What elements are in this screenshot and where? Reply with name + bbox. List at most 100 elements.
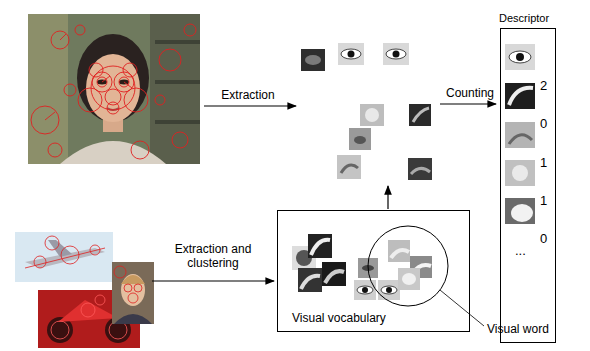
visual-word-circle xyxy=(368,226,448,306)
arrows xyxy=(204,105,296,106)
face-photo xyxy=(78,88,102,112)
descriptor-patches xyxy=(512,165,528,181)
descriptor-heading: Descriptor xyxy=(499,12,549,25)
extracted-patches xyxy=(386,49,406,59)
face-photo xyxy=(102,76,110,82)
extracted-patches xyxy=(411,168,430,174)
descriptor-patches xyxy=(516,53,524,61)
extracted-patches xyxy=(393,51,400,58)
extracted-patches xyxy=(349,128,371,150)
face-photo xyxy=(51,31,69,49)
training-images xyxy=(81,303,95,317)
training-images xyxy=(121,274,145,306)
extracted-patches xyxy=(305,55,321,65)
count-value: 0 xyxy=(540,232,547,247)
descriptor-patches xyxy=(505,122,535,148)
descriptor-patches xyxy=(509,135,532,144)
extracted-patches xyxy=(409,104,431,126)
face-photo xyxy=(28,14,200,164)
visual-word-circle xyxy=(368,226,448,306)
descriptor-patches xyxy=(505,44,535,70)
face-photo xyxy=(77,34,149,122)
face-photo xyxy=(155,120,200,124)
face-photo xyxy=(131,141,149,159)
training-images xyxy=(124,284,132,292)
training-images xyxy=(128,293,138,303)
face-photo xyxy=(45,112,55,120)
face-photo xyxy=(91,66,135,110)
arrows xyxy=(152,280,274,281)
face-photo xyxy=(86,54,140,122)
descriptor-patches xyxy=(505,160,535,186)
descriptor-patches xyxy=(509,88,533,105)
count-value: 2 xyxy=(540,79,547,94)
descriptor-patches xyxy=(505,83,535,109)
face-photo xyxy=(31,106,59,134)
face-photo xyxy=(105,89,121,105)
extracted-patches xyxy=(301,49,325,71)
training-images xyxy=(58,300,118,322)
face-photo xyxy=(124,82,132,88)
vocabulary-patches xyxy=(354,280,376,300)
count-value: 0 xyxy=(540,117,547,132)
face-photo xyxy=(184,24,196,36)
vocabulary-box: Visual vocabulary xyxy=(277,210,470,332)
vocabulary-patches xyxy=(325,271,344,283)
training-images xyxy=(114,266,142,303)
count-value: ... xyxy=(515,244,526,259)
extracted-patches xyxy=(337,155,361,179)
vocabulary-patches xyxy=(402,273,416,285)
vocabulary-patches xyxy=(378,280,400,300)
training-images xyxy=(45,236,59,250)
vocabulary-patches xyxy=(398,268,420,290)
face-photo xyxy=(155,80,200,84)
descriptor-patches xyxy=(511,204,533,222)
training-images xyxy=(51,321,69,339)
vocabulary-patches xyxy=(386,287,392,293)
extracted-patches xyxy=(348,51,355,58)
face-photo xyxy=(28,14,68,164)
face-photo xyxy=(107,102,119,114)
vocabulary-patches xyxy=(308,234,332,258)
callout-label: Visual word xyxy=(487,322,577,336)
extracted-patches xyxy=(365,108,379,122)
descriptor-patches xyxy=(509,51,531,63)
face-photo xyxy=(155,40,200,44)
face-photo xyxy=(75,25,85,35)
face-photo xyxy=(60,34,66,40)
arrows xyxy=(387,186,388,209)
face-photo xyxy=(64,84,76,96)
arrows xyxy=(152,104,496,281)
training-images xyxy=(25,248,105,268)
training-images xyxy=(114,314,152,324)
descriptor-box: Descriptor20110... xyxy=(500,28,556,343)
vocabulary-patches xyxy=(292,234,432,300)
box-title: Visual vocabulary xyxy=(292,312,386,326)
face-photo xyxy=(172,132,188,148)
extracted-patches xyxy=(301,43,432,180)
training-images xyxy=(134,284,142,292)
extracted-patches xyxy=(354,136,366,144)
extracted-patches xyxy=(338,43,364,65)
vocabulary-patches xyxy=(298,268,322,292)
extracted-patches xyxy=(360,104,384,126)
count-value: 1 xyxy=(540,194,547,209)
training-images xyxy=(15,232,113,282)
leader-line xyxy=(440,290,484,326)
vocabulary-patches xyxy=(322,262,346,286)
vocabulary-patches xyxy=(362,287,368,293)
training-images xyxy=(25,236,105,268)
training-images xyxy=(34,256,46,268)
training-images xyxy=(114,266,126,278)
face-photo xyxy=(159,49,181,71)
arrow-label: Counting xyxy=(440,86,500,100)
face-photo xyxy=(60,141,166,164)
descriptor-patches xyxy=(505,44,535,224)
descriptor-patches xyxy=(505,198,535,224)
extracted-patches xyxy=(383,43,409,65)
vocabulary-patches xyxy=(301,276,320,289)
face-photo xyxy=(28,14,200,164)
face-photo xyxy=(155,95,165,105)
